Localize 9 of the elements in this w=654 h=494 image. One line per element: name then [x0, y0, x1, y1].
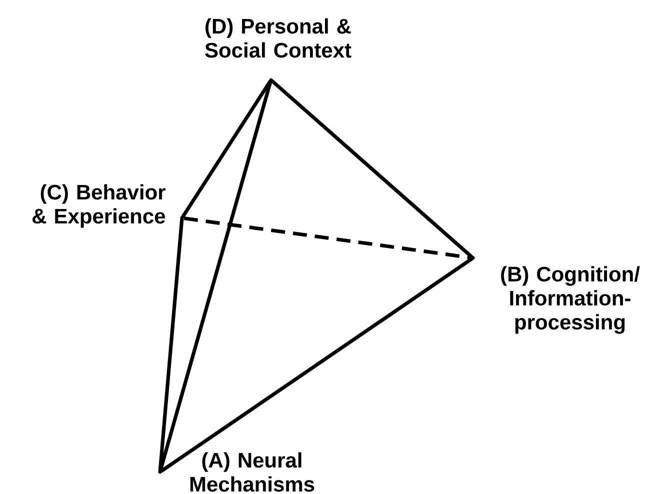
vertex-label: (A) Neural Mechanisms	[190, 452, 314, 492]
edge	[160, 257, 474, 473]
edge	[270, 80, 474, 258]
vertex-label: (C) Behavior & Experience	[32, 184, 166, 228]
vertex-label: (D) Personal & Social Context	[205, 18, 352, 58]
edge	[181, 80, 272, 218]
edge	[158, 218, 184, 472]
vertex-label: (B) Cognition/ Information-processing	[501, 266, 640, 334]
dashed-edge	[184, 216, 472, 260]
